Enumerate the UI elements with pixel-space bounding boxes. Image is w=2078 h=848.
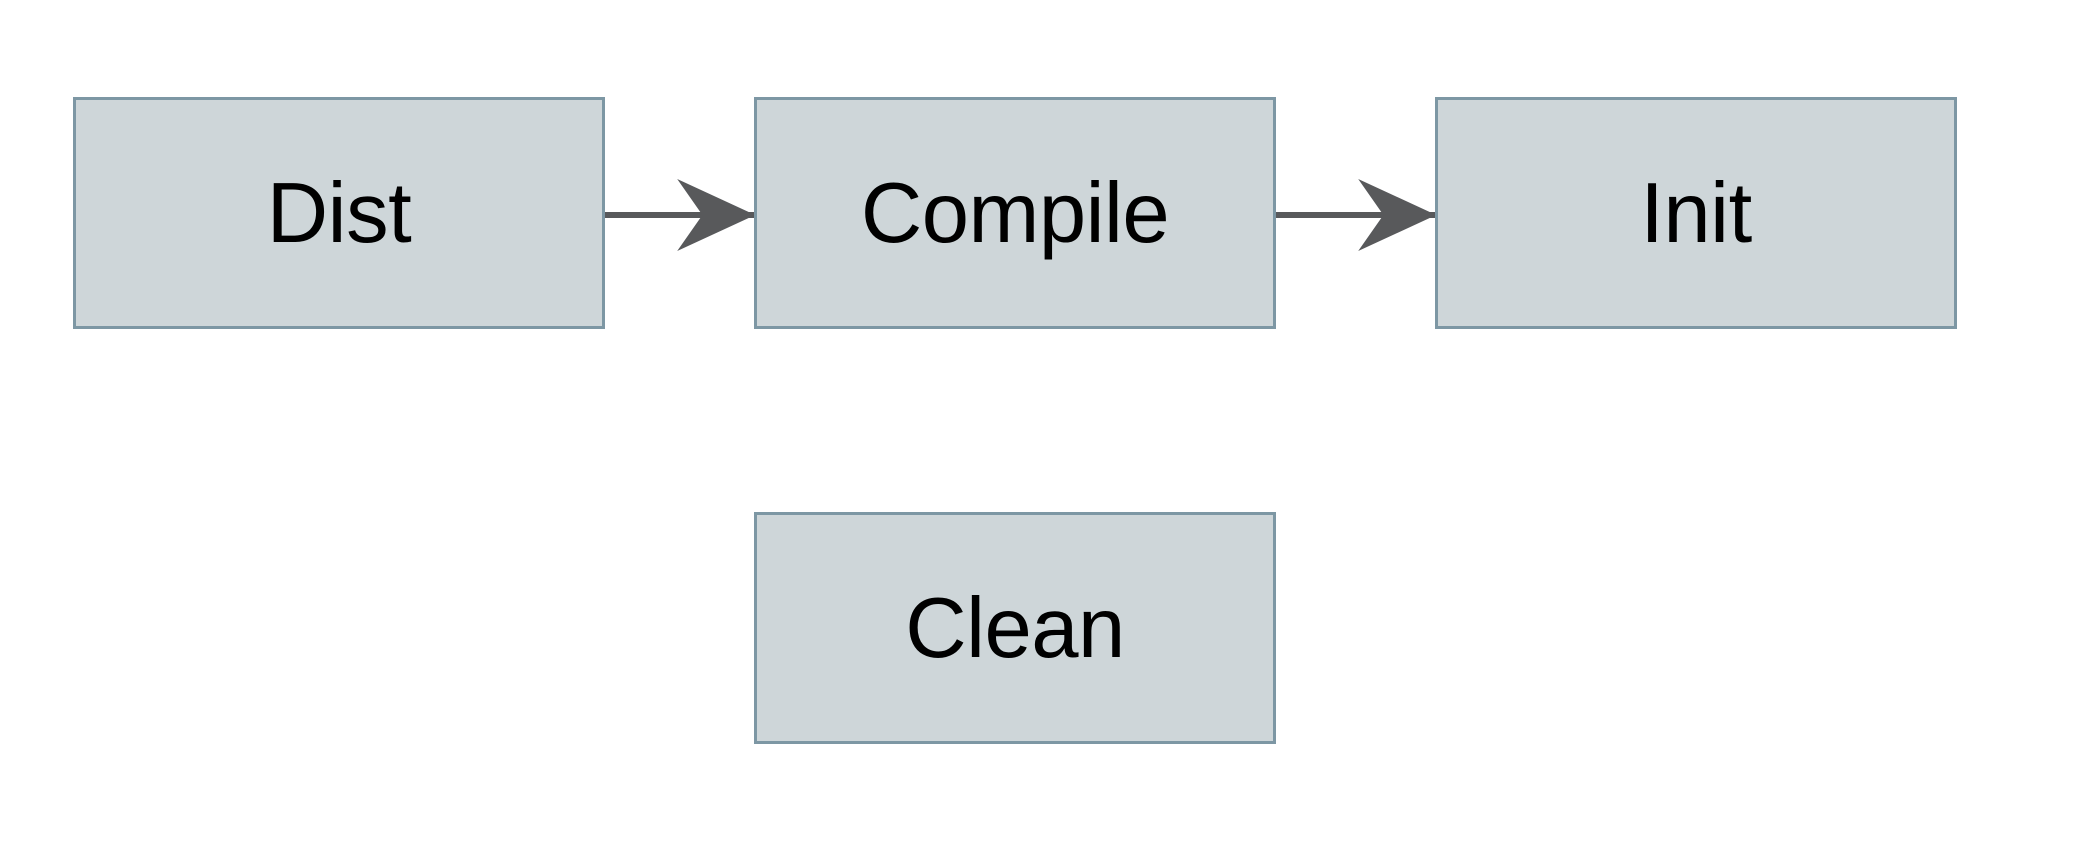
node-dist-label: Dist xyxy=(266,165,412,261)
node-compile-label: Compile xyxy=(860,165,1170,261)
edge-dist-to-compile-hitarea[interactable] xyxy=(605,193,754,237)
node-compile[interactable]: Compile xyxy=(754,97,1276,329)
node-init[interactable]: Init xyxy=(1435,97,1957,329)
node-clean-label: Clean xyxy=(905,580,1125,676)
node-init-label: Init xyxy=(1640,165,1752,261)
edge-compile-to-init-hitarea[interactable] xyxy=(1276,193,1435,237)
node-clean[interactable]: Clean xyxy=(754,512,1276,744)
node-dist[interactable]: Dist xyxy=(73,97,605,329)
